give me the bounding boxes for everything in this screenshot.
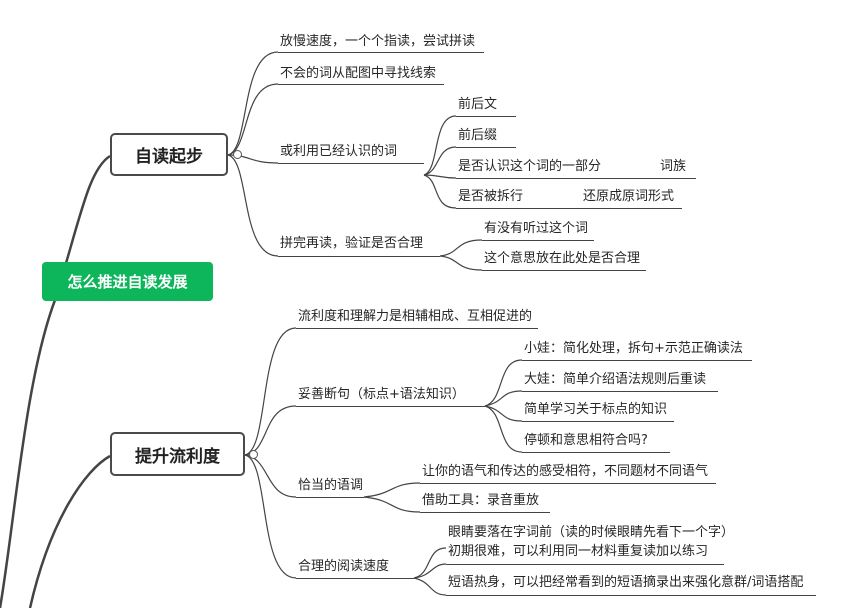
b2-tone-link-2	[363, 496, 421, 513]
subtopic-speed-note-line	[446, 564, 724, 565]
topic-known-words[interactable]: 或利用已经认识的词	[280, 144, 398, 159]
topic-intonation-line	[296, 497, 364, 498]
topic-reading-speed-line	[296, 578, 414, 579]
b2-punct-link-3	[484, 405, 523, 422]
subtopic-big-kid-line	[522, 391, 718, 392]
branch1-collapse-dot[interactable]	[233, 150, 242, 159]
topic-intonation[interactable]: 恰当的语调	[298, 478, 364, 493]
subtopic-phrase-warmup[interactable]: 短语热身，可以把经常看到的短语摘录出来强化意群/词语搭配	[448, 575, 804, 590]
topic-picture-clues-line	[278, 84, 444, 85]
subtopic-heard-word[interactable]: 有没有听过这个词	[484, 221, 589, 236]
subtopic-pause-meaning-line	[522, 452, 670, 453]
subtopic-meaning-fits[interactable]: 这个意思放在此处是否合理	[484, 251, 641, 266]
subtopic-word-part-line	[456, 178, 696, 179]
subtopic-little-kid-line	[522, 360, 752, 361]
topic-sentence-breaking-line	[296, 406, 485, 407]
b1-verify-link-2	[439, 255, 483, 271]
subtopic-context-line	[456, 116, 516, 117]
branch-improve-fluency[interactable]: 提升流利度	[110, 432, 245, 476]
subtopic-little-kid[interactable]: 小娃：简化处理，拆句+示范正确读法	[524, 341, 743, 356]
branch-improve-fluency-label: 提升流利度	[135, 446, 220, 467]
branch2-collapse-dot[interactable]	[249, 450, 258, 459]
topic-sentence-breaking[interactable]: 妥善断句（标点+语法知识）	[298, 387, 465, 402]
subtopic-eyes-ahead[interactable]: 眼睛要落在字词前（读的时候眼睛先看下一个字）	[448, 525, 735, 540]
topic-picture-clues[interactable]: 不会的词从配图中寻找线索	[280, 66, 437, 81]
subtopic-context[interactable]: 前后文	[458, 97, 498, 112]
topic-fluency-comprehension[interactable]: 流利度和理解力是相辅相成、互相促进的	[298, 309, 533, 324]
subtopic-punctuation[interactable]: 简单学习关于标点的知识	[524, 402, 668, 417]
subtopic-recording-tool-line	[420, 512, 550, 513]
b2-punct-link-1	[484, 359, 523, 407]
b1-link-4	[227, 154, 279, 257]
subtopic-affixes-line	[456, 147, 516, 148]
b1-sub-link-1	[423, 115, 457, 176]
b2-speed-link-1	[413, 547, 447, 579]
topic-verify-reading-line	[278, 256, 440, 257]
topic-fluency-comprehension-line	[296, 328, 538, 329]
subtopic-phrase-warmup-line	[446, 595, 816, 596]
subtopic-word-family[interactable]: 词族	[660, 159, 687, 174]
b2-punct-link-4	[484, 405, 523, 453]
subtopic-big-kid[interactable]: 大娃：简单介绍语法规则后重读	[524, 372, 707, 387]
b1-link-2	[227, 83, 279, 156]
topic-slow-down[interactable]: 放慢速度，一个个指读，尝试拼读	[280, 34, 476, 49]
subtopic-restore-form[interactable]: 还原成原词形式	[583, 189, 675, 204]
subtopic-pause-meaning[interactable]: 停顿和意思相符合吗?	[524, 433, 648, 448]
subtopic-tone-match-line	[420, 483, 716, 484]
branch-self-reading-start-label: 自读起步	[135, 147, 203, 167]
subtopic-affixes[interactable]: 前后缀	[458, 128, 498, 143]
main-trunk-line	[0, 154, 111, 608]
b1-sub-link-4	[423, 174, 457, 209]
b1-verify-link-1	[439, 239, 483, 257]
subtopic-tone-match[interactable]: 让你的语气和传达的感受相符，不同题材不同语气	[422, 464, 709, 479]
topic-known-words-line	[278, 163, 424, 164]
b2-link-1	[244, 327, 297, 456]
root-topic[interactable]: 怎么推进自读发展	[42, 262, 213, 301]
root-topic-label: 怎么推进自读发展	[67, 273, 188, 291]
trunk-to-branch2-line	[28, 454, 111, 608]
subtopic-heard-word-line	[482, 240, 594, 241]
topic-reading-speed[interactable]: 合理的阅读速度	[298, 559, 390, 574]
b2-link-4	[244, 454, 297, 579]
b2-speed-link-2	[413, 563, 447, 579]
topic-verify-reading[interactable]: 拼完再读，验证是否合理	[280, 236, 424, 251]
subtopic-recording-tool[interactable]: 借助工具：录音重放	[422, 493, 540, 508]
branch-self-reading-start[interactable]: 自读起步	[110, 133, 228, 176]
b2-tone-link-1	[363, 482, 421, 498]
b1-sub-link-3	[423, 174, 457, 179]
subtopic-punctuation-line	[522, 421, 674, 422]
subtopic-line-break[interactable]: 是否被拆行	[458, 189, 524, 204]
b2-punct-link-2	[484, 390, 523, 407]
b1-link-3	[227, 154, 279, 164]
topic-slow-down-line	[278, 52, 484, 53]
subtopic-meaning-fits-line	[482, 270, 646, 271]
subtopic-repeat-practice[interactable]: 初期很难，可以利用同一材料重复读加以练习	[448, 544, 709, 559]
b1-sub-link-2	[423, 146, 457, 176]
subtopic-word-part[interactable]: 是否认识这个词的一部分	[458, 159, 602, 174]
subtopic-line-break-line	[456, 208, 682, 209]
b1-link-1	[227, 51, 279, 156]
b2-speed-link-3	[413, 577, 447, 596]
